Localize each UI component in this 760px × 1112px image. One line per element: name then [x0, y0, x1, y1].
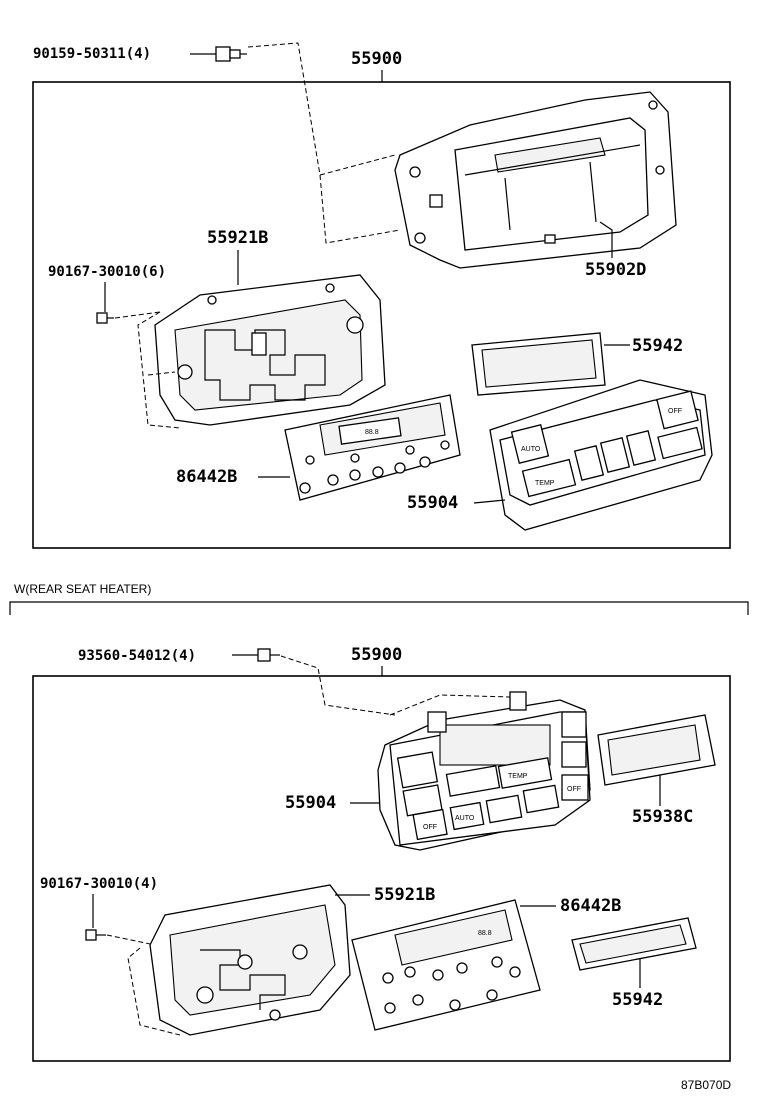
control-panel-55904: AUTO TEMP OFF	[489, 379, 713, 531]
section-caption: W(REAR SEAT HEATER)	[14, 582, 151, 596]
control-panel-55904-bottom: OFF TEMP AUTO OFF	[377, 691, 591, 851]
top-auto-text: AUTO	[521, 446, 541, 453]
label-board-bottom: 86442B	[560, 896, 621, 916]
screw-icon	[96, 312, 114, 324]
window-55942-bottom	[571, 917, 697, 971]
bottom-auto-text: AUTO	[455, 815, 475, 822]
label-control-bottom: 55904	[285, 793, 336, 813]
diagram-code: 87B070D	[681, 1078, 731, 1092]
bottom-off-left-text: OFF	[423, 824, 437, 831]
label-bracket-bottom: 55921B	[374, 885, 435, 905]
bolt-icon	[215, 46, 247, 62]
circuit-board-86442b-bottom: 88.8	[351, 899, 541, 1031]
window-55942	[471, 332, 606, 396]
housing-55902d	[394, 91, 677, 269]
top-off-text: OFF	[668, 408, 682, 415]
label-bolt-bottom: 93560-54012(4)	[78, 648, 196, 664]
bracket-55921b	[154, 274, 386, 426]
label-screw-bottom: 90167-30010(4)	[40, 876, 158, 892]
bolt-icon	[257, 648, 280, 662]
bottom-off-right-text: OFF	[567, 786, 581, 793]
label-screw: 90167-30010(6)	[48, 264, 166, 280]
label-board: 86442B	[176, 467, 237, 487]
circuit-board-86442b: 88.8	[284, 394, 461, 501]
screw-icon	[85, 929, 106, 941]
label-bolt: 90159-50311(4)	[33, 46, 151, 62]
section-divider	[9, 601, 749, 615]
bottom-temp-text: TEMP	[508, 773, 528, 780]
label-control: 55904	[407, 493, 458, 513]
label-assembly-bottom: 55900	[351, 645, 402, 665]
label-window: 55942	[632, 336, 683, 356]
label-window-bottom: 55942	[612, 990, 663, 1010]
top-section: 90159-50311(4) 55900 55902D 55921B	[32, 42, 731, 549]
board-display-text: 88.8	[365, 429, 379, 436]
top-temp-text: TEMP	[535, 480, 555, 487]
label-bracket: 55921B	[207, 228, 268, 248]
bottom-board-display-text: 88.8	[478, 930, 492, 937]
label-housing: 55902D	[585, 260, 646, 280]
bracket-55921b-bottom	[149, 884, 351, 1036]
label-window-c: 55938C	[632, 807, 693, 827]
window-55938c	[597, 714, 716, 786]
label-assembly: 55900	[351, 49, 402, 69]
bottom-section: 93560-54012(4) 55900 OFF TEMP AUTO	[32, 645, 731, 1062]
